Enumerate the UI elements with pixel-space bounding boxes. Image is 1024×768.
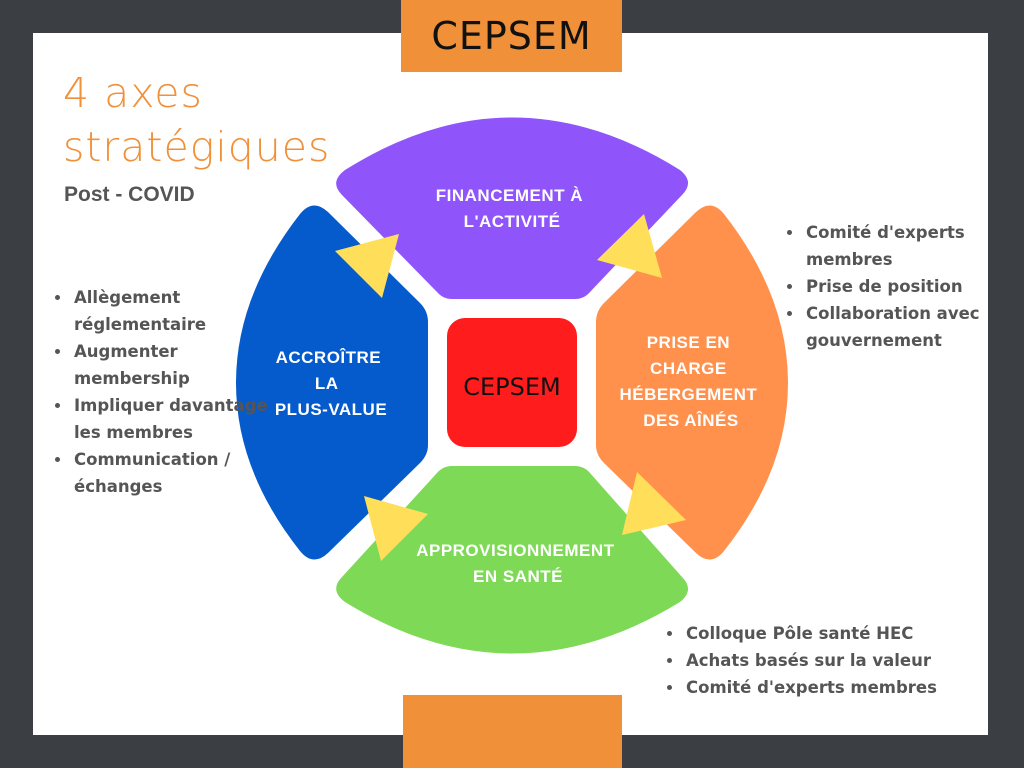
title-line-2: stratégiques <box>63 123 331 171</box>
arrow-icon <box>335 234 399 298</box>
arrow-icon <box>364 496 428 561</box>
right-bullet-list: Comité d'experts membres Prise de positi… <box>784 219 1024 354</box>
left-bullet-list: Allègement réglementaire Augmenter membe… <box>52 284 272 500</box>
axis-left-label: ACCROÎTRE LA PLUS-VALUE <box>275 348 387 419</box>
axis-top-label: FINANCEMENT À L'ACTIVITÉ <box>436 186 588 231</box>
list-item: Comité d'experts membres <box>684 674 984 701</box>
list-item: Impliquer davantage les membres <box>72 392 272 446</box>
list-item: Colloque Pôle santé HEC <box>684 620 984 647</box>
arrow-icon <box>622 472 686 535</box>
header-tab-label: CEPSEM <box>431 14 592 58</box>
axis-right-label: PRISE EN CHARGE HÉBERGEMENT DES AÎNÉS <box>620 333 763 430</box>
header-tab: CEPSEM <box>401 0 622 72</box>
center-box <box>447 318 577 447</box>
list-item: Allègement réglementaire <box>72 284 272 338</box>
list-item: Communication / échanges <box>72 446 272 500</box>
axis-right-shape <box>596 205 788 560</box>
list-item: Prise de position <box>804 273 1024 300</box>
axis-bottom-label: APPROVISIONNEMENT EN SANTÉ <box>416 541 620 586</box>
axis-bottom-shape <box>336 466 689 654</box>
arrow-icon <box>597 214 662 278</box>
list-item: Achats basés sur la valeur <box>684 647 984 674</box>
page-title: 4 axes stratégiques <box>63 66 330 174</box>
list-item: Collaboration avec gouvernement <box>804 300 1024 354</box>
list-item: Comité d'experts membres <box>804 219 1024 273</box>
title-line-1: 4 axes <box>63 69 203 117</box>
footer-tab <box>403 695 622 768</box>
subtitle: Post - COVID <box>64 183 195 206</box>
list-item: Augmenter membership <box>72 338 272 392</box>
axis-top-shape <box>336 117 689 299</box>
bottom-bullet-list: Colloque Pôle santé HEC Achats basés sur… <box>664 620 984 701</box>
center-label: CEPSEM <box>463 373 561 401</box>
